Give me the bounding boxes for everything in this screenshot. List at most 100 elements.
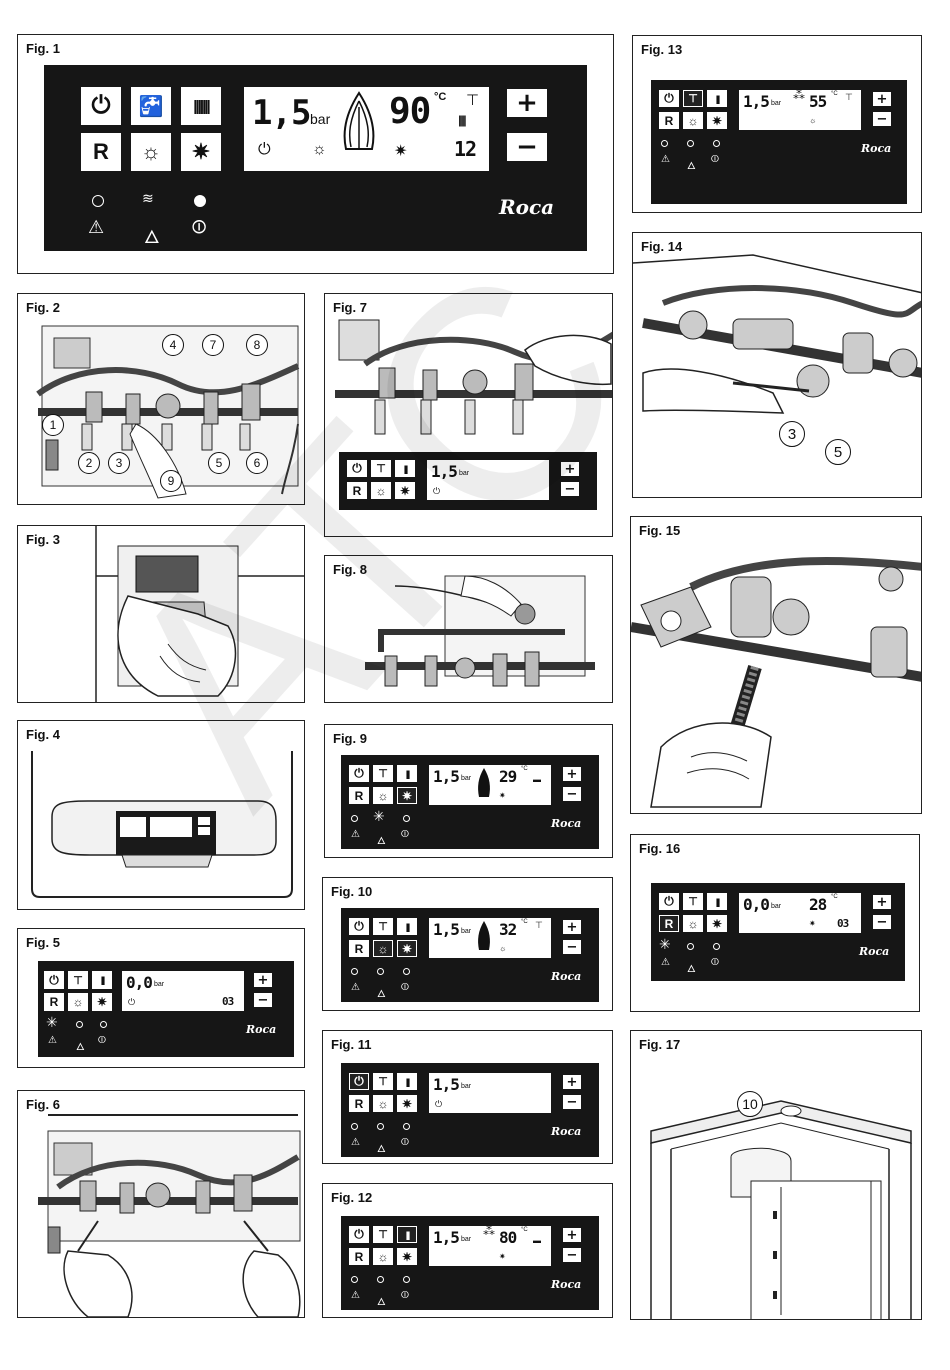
radiator-button[interactable]: ||||| — [707, 893, 727, 910]
reset-button[interactable]: R — [44, 993, 64, 1011]
reset-button[interactable]: R — [349, 1248, 369, 1265]
bar-unit: bar — [771, 100, 782, 107]
winter-button[interactable]: ✷ — [397, 1095, 417, 1112]
status-led-2 — [687, 943, 694, 950]
summer-button[interactable]: ☼ — [371, 482, 391, 499]
reset-button[interactable]: R — [349, 787, 369, 804]
power-button[interactable]: ⏻ — [659, 90, 679, 107]
lcd-display: 1,5 bar ⏻ — [427, 460, 549, 500]
radiator-button[interactable]: ||||| — [397, 1073, 417, 1090]
reset-button[interactable]: R — [81, 133, 121, 171]
summer-button[interactable]: ☼ — [683, 112, 703, 129]
plus-button[interactable]: + — [563, 1228, 581, 1243]
winter-button-active[interactable]: ✷ — [397, 787, 417, 804]
status-led-3 — [403, 968, 410, 975]
callout-8: 8 — [246, 334, 268, 356]
callout-6: 6 — [246, 452, 268, 474]
blinking-led-icon: ✳ — [46, 1015, 58, 1031]
dhw-tap-button-active[interactable]: ⊤ — [683, 90, 703, 107]
summer-button[interactable]: ☼ — [68, 993, 88, 1011]
plus-button[interactable]: + — [873, 92, 891, 107]
minus-button[interactable]: − — [563, 1248, 581, 1263]
figure-caption: Fig. 13 — [641, 42, 683, 57]
winter-button[interactable]: ✷ — [181, 133, 221, 171]
radiator-button[interactable]: ||||| — [397, 765, 417, 782]
plus-button[interactable]: + — [507, 88, 547, 118]
summer-button[interactable]: ☼ — [373, 1095, 393, 1112]
summer-button-active[interactable]: ☼ — [373, 940, 393, 957]
plus-button[interactable]: + — [873, 895, 891, 910]
flame-icon — [478, 921, 490, 950]
status-led-3 — [713, 140, 720, 147]
summer-button[interactable]: ☼ — [373, 787, 393, 804]
callout-5: 5 — [825, 439, 851, 465]
reset-button[interactable]: R — [347, 482, 367, 499]
dhw-tap-button[interactable]: ⊤ — [683, 893, 703, 910]
minus-button[interactable]: − — [563, 1095, 581, 1110]
winter-button[interactable]: ✷ — [707, 915, 727, 932]
winter-button[interactable]: ✷ — [92, 993, 112, 1011]
warning-icon: ⚠ — [351, 1290, 360, 1301]
minus-button[interactable]: − — [561, 482, 579, 497]
dhw-tap-button[interactable]: 🚰 — [131, 87, 171, 125]
power-button[interactable]: ⏻ — [44, 971, 64, 989]
on-off-status-icon: ⏼ — [401, 982, 409, 993]
minus-button[interactable]: − — [563, 940, 581, 955]
callout-4: 4 — [162, 334, 184, 356]
summer-button[interactable]: ☼ — [373, 1248, 393, 1265]
winter-button[interactable]: ✷ — [395, 482, 415, 499]
reset-button[interactable]: R — [349, 940, 369, 957]
power-button[interactable]: ⏻ — [659, 893, 679, 910]
winter-button[interactable]: ✷ — [397, 1248, 417, 1265]
power-button[interactable]: ⏻ — [349, 918, 369, 935]
temperature-readout: 55 — [809, 92, 827, 111]
dhw-tap-button[interactable]: ⊤ — [68, 971, 88, 989]
on-off-status-icon: ⏼ — [711, 154, 719, 165]
dhw-tap-button[interactable]: ⊤ — [371, 460, 391, 477]
control-panel: ⏻ ⊤ ||||| R ☼ ✷ 0,0 bar 28 °C ✷ 03 + − ✳… — [651, 883, 905, 981]
reset-button-active[interactable]: R — [659, 915, 679, 932]
power-button[interactable]: ⏻ — [349, 765, 369, 782]
power-button-active[interactable]: ⏻ — [349, 1073, 369, 1090]
status-led-2 — [377, 1276, 384, 1283]
radiator-button[interactable]: ||||| — [397, 918, 417, 935]
on-off-status-icon: ⏼ — [401, 1137, 409, 1148]
roca-logo: Roca — [246, 1023, 277, 1036]
burner-status-icon: ≋ — [142, 191, 154, 207]
figure-10: Fig. 10 ⏻ ⊤ ||||| R ☼ ✷ 1,5 bar 32 °C ⊤ … — [322, 877, 613, 1011]
minus-button[interactable]: − — [873, 915, 891, 930]
dhw-tap-button[interactable]: ⊤ — [373, 918, 393, 935]
figure-15: Fig. 15 — [630, 516, 922, 814]
reset-button[interactable]: R — [349, 1095, 369, 1112]
minus-button[interactable]: − — [254, 993, 272, 1008]
radiator-button-active[interactable]: ||||| — [397, 1226, 417, 1243]
valve-removal-illustration — [38, 1114, 301, 1317]
radiator-indicator-icon: ▬ — [533, 775, 541, 784]
summer-button[interactable]: ☼ — [683, 915, 703, 932]
radiator-button[interactable]: ||||| — [395, 460, 415, 477]
dhw-tap-button[interactable]: ⊤ — [373, 1226, 393, 1243]
lcd-display: 1,5 bar ⁂ 80 °C ▬ ✷ — [429, 1224, 551, 1266]
summer-button[interactable]: ☼ — [131, 133, 171, 171]
minus-button[interactable]: − — [873, 112, 891, 127]
radiator-button[interactable]: ||||||| — [181, 87, 221, 125]
dhw-tap-button[interactable]: ⊤ — [373, 1073, 393, 1090]
minus-button[interactable]: − — [563, 787, 581, 802]
plus-button[interactable]: + — [563, 767, 581, 782]
power-button[interactable]: ⏻ — [347, 460, 367, 477]
reset-button[interactable]: R — [659, 112, 679, 129]
radiator-button[interactable]: ||||| — [92, 971, 112, 989]
figure-caption: Fig. 9 — [333, 731, 367, 746]
power-button[interactable]: ⏻ — [81, 87, 121, 125]
winter-button[interactable]: ✷ — [707, 112, 727, 129]
plus-button[interactable]: + — [563, 1075, 581, 1090]
plus-button[interactable]: + — [563, 920, 581, 935]
plus-button[interactable]: + — [561, 462, 579, 477]
filter-cleaning-illustration — [631, 557, 921, 808]
winter-button-active[interactable]: ✷ — [397, 940, 417, 957]
minus-button[interactable]: − — [507, 132, 547, 162]
power-button[interactable]: ⏻ — [349, 1226, 369, 1243]
radiator-button[interactable]: ||||| — [707, 90, 727, 107]
plus-button[interactable]: + — [254, 973, 272, 988]
dhw-tap-button[interactable]: ⊤ — [373, 765, 393, 782]
